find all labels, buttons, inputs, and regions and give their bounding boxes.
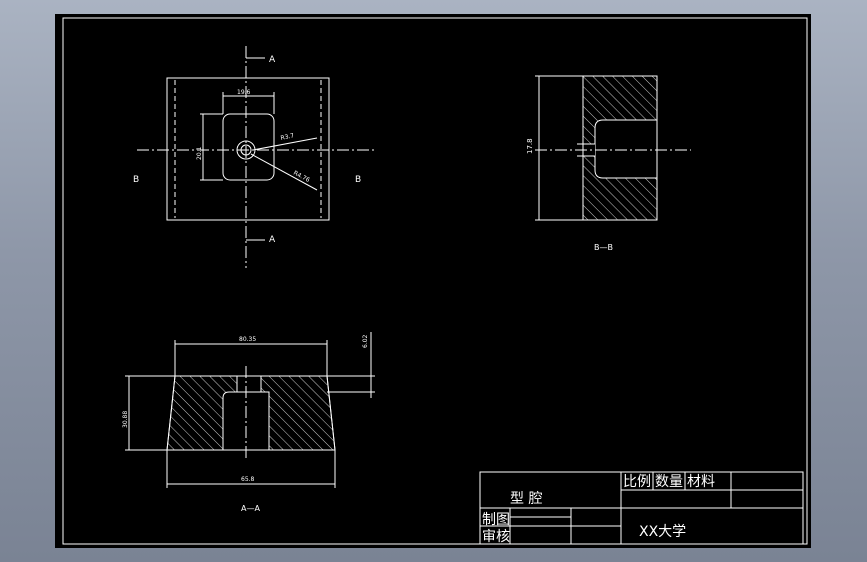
part-name: 型 腔 [510,491,542,507]
section-a-a-label: A—A [241,504,260,513]
pocket [222,113,275,181]
material-label: 材料 [687,474,715,490]
bb-dim-height: 17.8 [526,138,534,154]
section-marker-b-right: B [355,175,361,185]
top-view [137,46,375,268]
section-b-b [535,75,691,221]
school-name: XX大学 [639,524,686,540]
section-a-a [125,332,375,488]
section-marker-a-bottom: A [269,235,276,245]
section-marker-b-left: B [133,175,139,185]
inner-border [62,17,808,545]
aa-dim-top: 80.35 [239,336,256,343]
section-b-b-label: B—B [594,243,613,252]
section-marker-a-top: A [269,55,276,65]
dim-height: 20.1 [196,146,203,160]
aa-dim-right: 6.02 [362,334,369,348]
cad-drawing: A A B B 19.6 20.1 R3.7 R4.76 17.8 B—B [62,17,808,545]
drawn-by-label: 制图 [482,512,510,528]
aa-dim-left: 30.88 [122,411,129,428]
quantity-label: 数量 [655,474,683,490]
title-block [479,471,804,545]
dim-radius-1: R3.7 [280,132,295,142]
checked-by-label: 审核 [482,529,510,545]
top-view-outline [166,77,330,221]
drawing-sheet: A A B B 19.6 20.1 R3.7 R4.76 17.8 B—B [55,14,811,548]
aa-dim-bottom: 65.8 [241,476,255,483]
scale-label: 比例 [623,474,651,490]
dim-width: 19.6 [237,89,251,96]
